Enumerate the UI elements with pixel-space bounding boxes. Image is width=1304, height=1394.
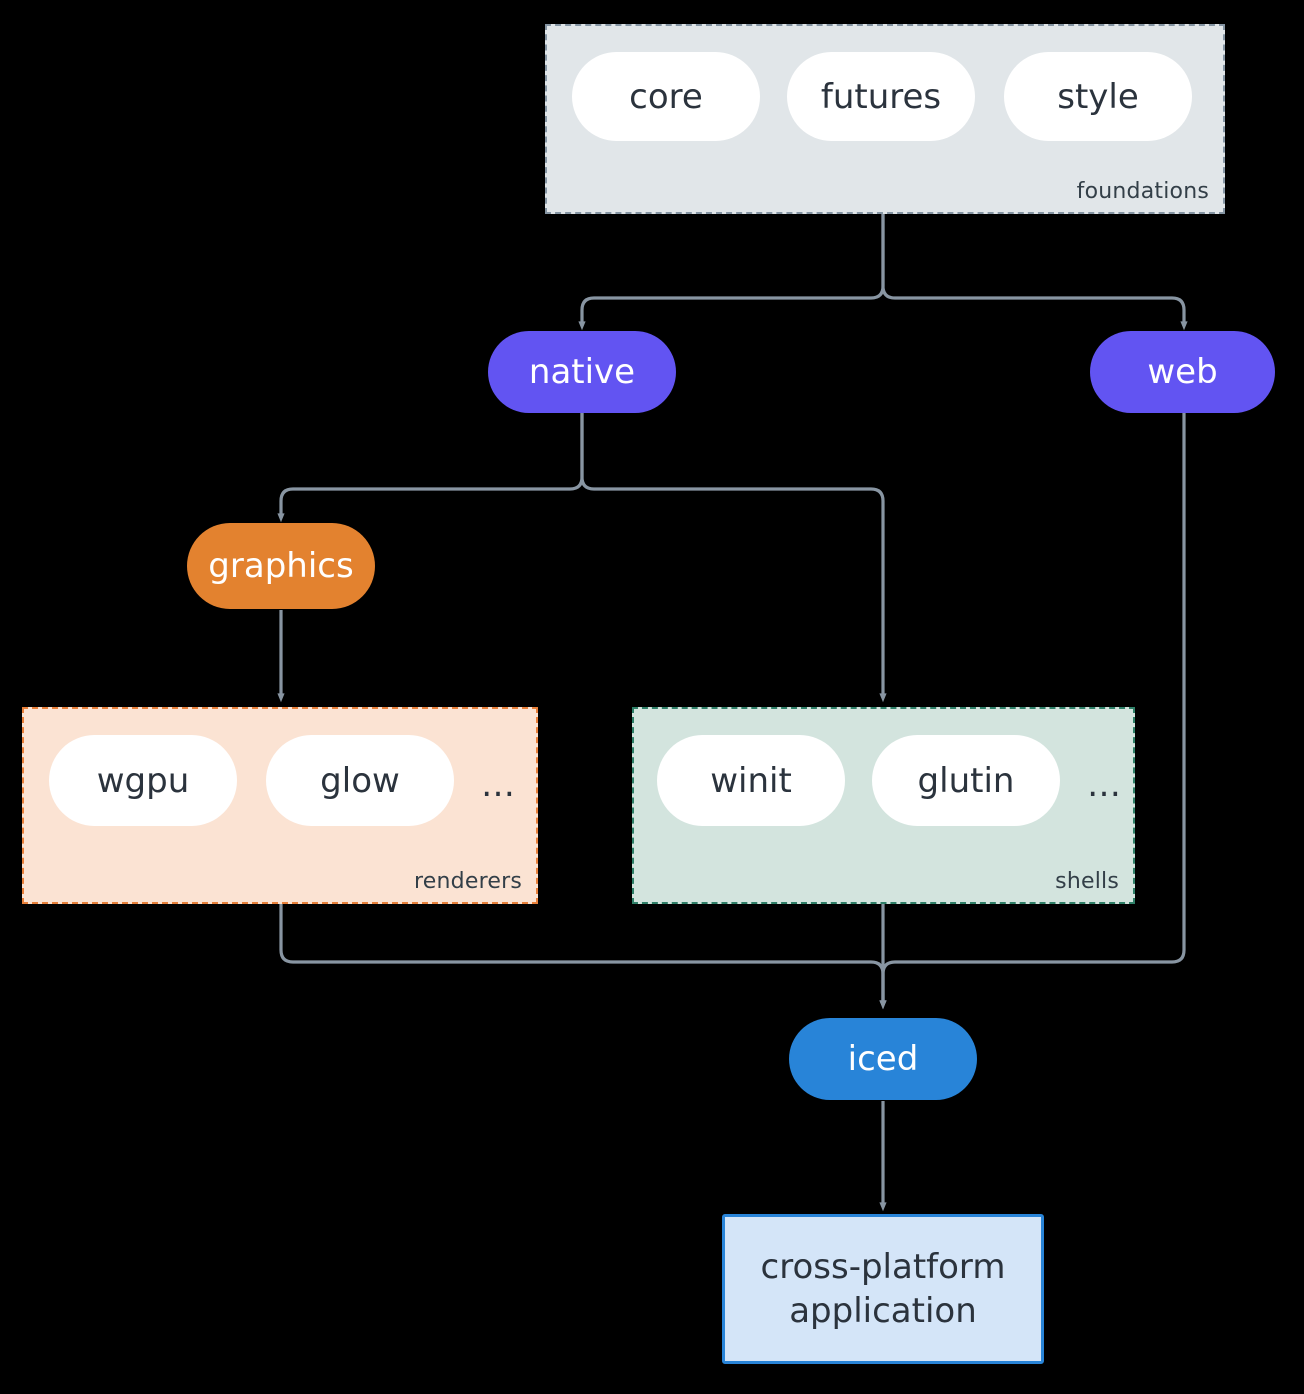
- node-style[interactable]: style: [1004, 52, 1192, 141]
- node-application[interactable]: cross-platform application: [722, 1214, 1044, 1364]
- node-application-label-line2: application: [789, 1291, 977, 1331]
- node-winit-label: winit: [710, 760, 792, 801]
- node-glutin-label: glutin: [917, 760, 1015, 801]
- node-core-label: core: [629, 76, 703, 117]
- edge-foundations-web: [881, 214, 1188, 331]
- node-shells-more: …: [1087, 765, 1121, 805]
- node-renderers-more: …: [481, 765, 515, 805]
- node-web[interactable]: web: [1090, 331, 1275, 413]
- node-futures-label: futures: [820, 76, 942, 117]
- cluster-shells-label: shells: [1055, 869, 1119, 894]
- edge-native-shells: [580, 413, 887, 703]
- node-native-label: native: [528, 352, 636, 392]
- node-web-label: web: [1147, 352, 1218, 392]
- cluster-renderers-label: renderers: [414, 869, 522, 894]
- node-wgpu[interactable]: wgpu: [49, 735, 237, 826]
- node-iced[interactable]: iced: [789, 1018, 977, 1100]
- node-graphics-label: graphics: [208, 546, 354, 586]
- node-application-label-line1: cross-platform: [760, 1246, 1006, 1287]
- node-futures[interactable]: futures: [787, 52, 975, 141]
- node-glow[interactable]: glow: [266, 735, 454, 826]
- cluster-foundations-label: foundations: [1076, 179, 1209, 204]
- node-native[interactable]: native: [488, 331, 676, 413]
- node-glow-label: glow: [320, 760, 400, 801]
- node-iced-label: iced: [847, 1039, 919, 1079]
- node-wgpu-label: wgpu: [96, 760, 190, 801]
- node-winit[interactable]: winit: [657, 735, 845, 826]
- node-graphics[interactable]: graphics: [187, 523, 375, 609]
- node-style-label: style: [1057, 76, 1139, 117]
- edge-native-graphics: [277, 413, 584, 523]
- edge-renderers-iced: [279, 904, 887, 1010]
- edge-foundations-native: [578, 214, 885, 331]
- node-glutin[interactable]: glutin: [872, 735, 1060, 826]
- node-core[interactable]: core: [572, 52, 760, 141]
